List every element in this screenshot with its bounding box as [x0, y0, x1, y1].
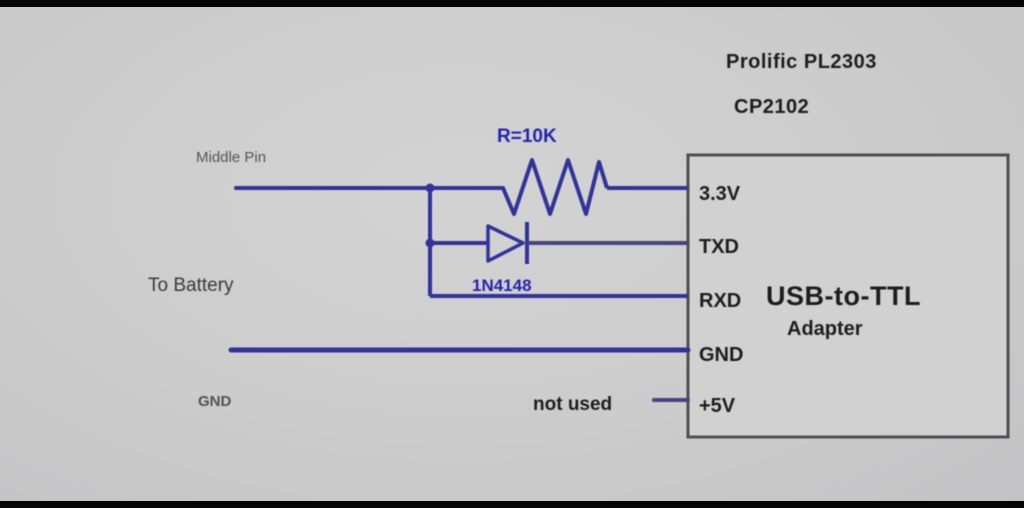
label-not-used: not used — [533, 394, 613, 415]
pin-label-txd: TXD — [699, 236, 739, 258]
pin-label-gnd: GND — [699, 344, 744, 366]
label-to-battery: To Battery — [148, 275, 234, 296]
diode-triangle — [486, 224, 525, 263]
label-resistor-value: R=10K — [497, 126, 557, 147]
label-middle-pin: Middle Pin — [196, 149, 267, 166]
pin-label-5v: +5V — [699, 395, 736, 417]
label-gnd-left: GND — [198, 393, 232, 410]
label-diode-part: 1N4148 — [472, 276, 532, 295]
schematic-scene: Prolific PL2303 CP2102 Middle Pin To Bat… — [0, 7, 1024, 501]
adapter-box — [686, 153, 1010, 439]
junction-dot-top — [425, 183, 435, 193]
letterbox-bottom — [0, 501, 1024, 508]
chip-title-cp2102: CP2102 — [734, 96, 810, 118]
pin-label-3v3: 3.3V — [699, 183, 741, 205]
schematic-drawing — [228, 153, 1010, 439]
chip-title-pl2303: Prolific PL2303 — [726, 51, 877, 73]
letterbox-top — [0, 0, 1024, 7]
adapter-name-line1: USB-to-TTL — [766, 281, 921, 311]
pin-label-rxd: RXD — [699, 290, 742, 312]
resistor-symbol — [501, 158, 609, 216]
adapter-name-line2: Adapter — [787, 318, 863, 340]
